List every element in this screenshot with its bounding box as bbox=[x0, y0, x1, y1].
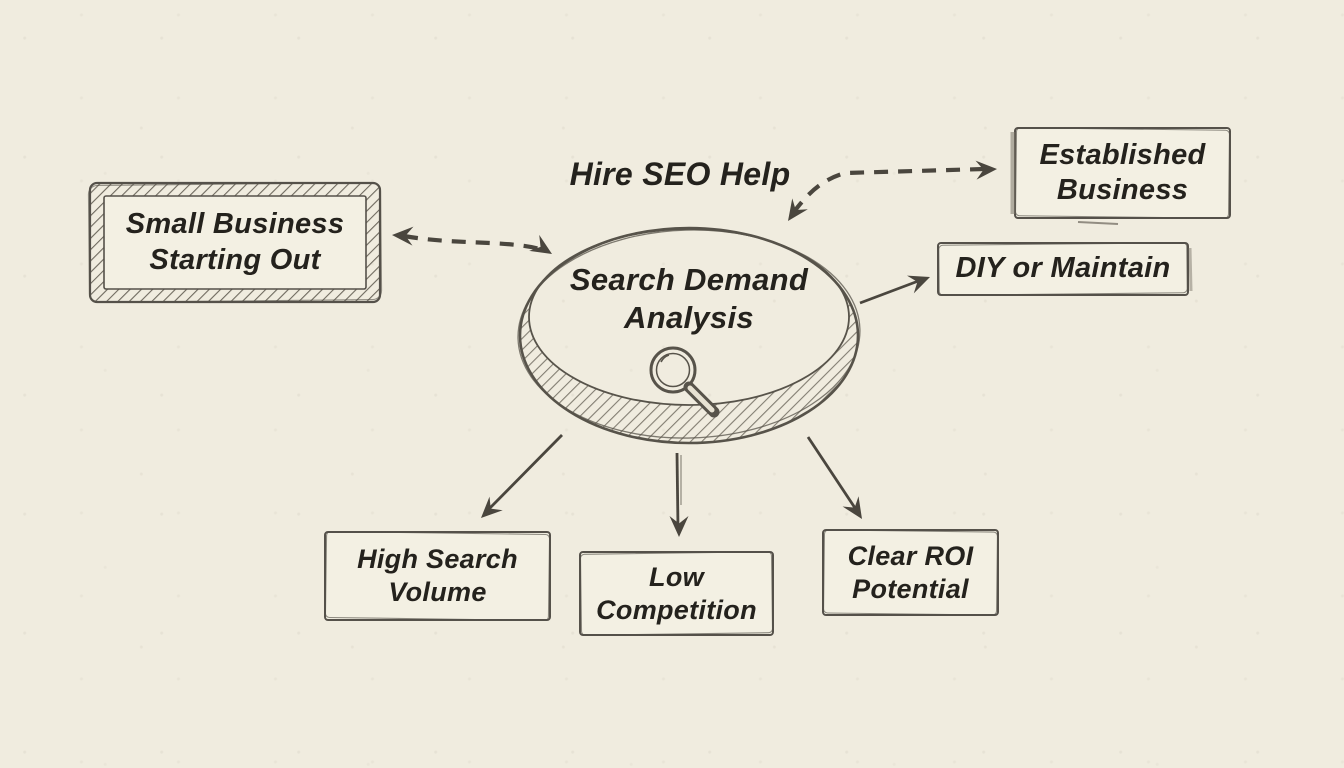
high-search-line2: Volume bbox=[388, 577, 487, 607]
edge-label-text: Hire SEO Help bbox=[569, 156, 791, 193]
edge-center-small-business bbox=[391, 225, 558, 263]
node-label-low-competition: Low Competition bbox=[580, 552, 773, 635]
node-box-established bbox=[1010, 127, 1231, 225]
node-box-small-business bbox=[87, 181, 383, 304]
center-label-line2: Analysis bbox=[624, 300, 754, 335]
node-box-low-competition bbox=[579, 551, 774, 636]
edge-center-diy bbox=[859, 268, 934, 305]
clear-roi-line1: Clear ROI bbox=[847, 540, 974, 571]
center-label-line1: Search Demand bbox=[569, 262, 809, 298]
edge-center-high-search bbox=[474, 434, 563, 525]
low-competition-line1: Low bbox=[649, 561, 704, 592]
node-label-diy: DIY or Maintain bbox=[938, 243, 1188, 295]
edge-center-low-competition bbox=[669, 452, 689, 537]
small-business-line2: Starting Out bbox=[149, 243, 321, 276]
clear-roi-line2: Potential bbox=[852, 573, 969, 604]
node-label-clear-roi: Clear ROI Potential bbox=[823, 530, 998, 615]
node-box-diy bbox=[937, 242, 1193, 296]
established-line1: Established bbox=[1039, 138, 1206, 171]
small-business-line1: Small Business bbox=[125, 208, 345, 241]
center-node-label: Search Demand Analysis bbox=[539, 256, 839, 342]
magnifier-icon bbox=[649, 346, 720, 418]
edge-center-established bbox=[780, 159, 998, 227]
node-box-clear-roi bbox=[822, 529, 999, 616]
center-ellipse-node bbox=[517, 226, 861, 445]
node-label-small-business: Small Business Starting Out bbox=[104, 196, 366, 289]
edge-center-clear-roi bbox=[806, 436, 870, 525]
edge-label-hire-seo-help: Hire SEO Help bbox=[560, 152, 800, 198]
established-line2: Business bbox=[1056, 174, 1189, 206]
low-competition-line2: Competition bbox=[596, 594, 757, 625]
high-search-line1: High Search bbox=[357, 544, 518, 575]
node-label-established: Established Business bbox=[1015, 128, 1230, 218]
node-label-high-search: High Search Volume bbox=[325, 532, 550, 620]
node-box-high-search bbox=[324, 530, 551, 622]
diy-label-text: DIY or Maintain bbox=[955, 252, 1171, 285]
